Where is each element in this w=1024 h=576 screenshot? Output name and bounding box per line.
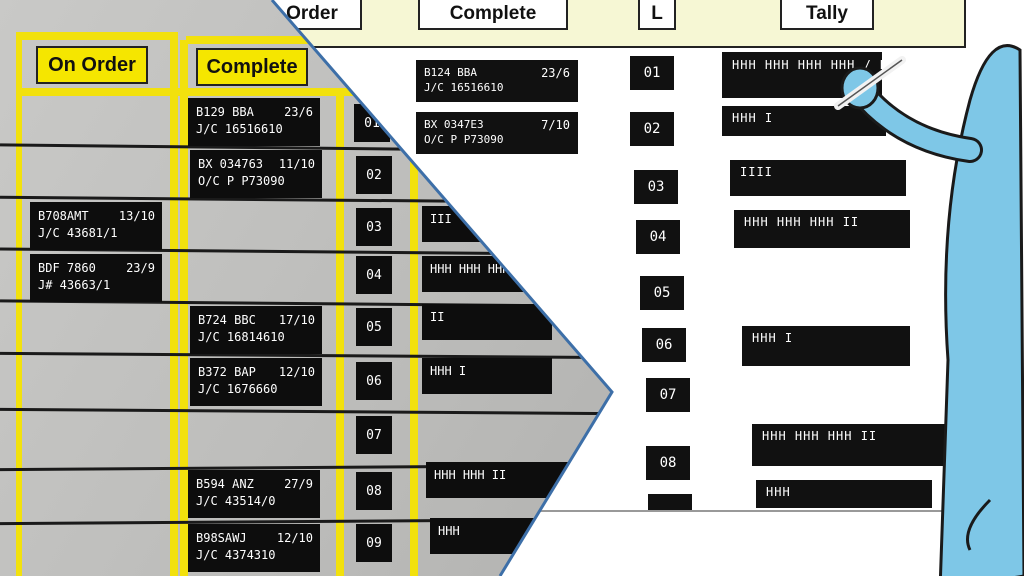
row-number: 08 [646, 446, 690, 480]
on-order-job-card: BDF 7860 J# 43663/1 23/9 [30, 254, 162, 302]
on-order-job-card: B708AMT J/C 43681/1 13/10 [30, 202, 162, 250]
job-number: J/C 43514/0 [196, 494, 276, 508]
complete-job-card: B98SAWJ J/C 4374310 12/10 [188, 524, 320, 572]
header-complete: Complete [418, 0, 568, 30]
complete-job-card: B129 BBA J/C 16516610 23/6 [188, 98, 320, 146]
complete-job-card: B372 BAP J/C 1676660 12/10 [190, 358, 322, 406]
job-date: 11/10 [278, 157, 315, 171]
tally-strip: HHH I [422, 358, 552, 394]
job-date: 7/10 [541, 118, 570, 132]
row-number: 03 [634, 170, 678, 204]
yellow-tape [16, 32, 176, 40]
cartoon-figure [834, 44, 1024, 576]
yellow-tape [336, 92, 344, 576]
row-number: 05 [356, 308, 392, 346]
figure-leg [966, 498, 992, 551]
yellow-tape [180, 40, 188, 576]
tally-strip: HHH HHH HHH II [752, 424, 946, 466]
job-number: J/C 43681/1 [38, 226, 118, 240]
row-number: 02 [356, 156, 392, 194]
job-date: 23/9 [126, 261, 155, 275]
header-l: L [638, 0, 676, 30]
board-bottom-line [300, 510, 1000, 512]
illustrated-job-card: B124 BBA J/C 16516610 23/6 [416, 60, 578, 102]
row-number: 06 [356, 362, 392, 400]
job-number: O/C P P73090 [198, 174, 285, 188]
job-date: 12/10 [276, 531, 313, 545]
complete-job-card: B594 ANZ J/C 43514/0 27/9 [188, 470, 320, 518]
label-complete: Complete [196, 48, 308, 86]
tally-strip: HHH I [742, 326, 910, 366]
row-number: 07 [356, 416, 392, 454]
tally-strip: IIII [730, 160, 906, 196]
job-date: 23/6 [284, 105, 313, 119]
row-number: 07 [646, 378, 690, 412]
row-number: 04 [356, 256, 392, 294]
job-date: 23/6 [541, 66, 570, 80]
job-date: 12/10 [278, 365, 315, 379]
illustrated-job-card: BX 0347E3 O/C P P73090 7/10 [416, 112, 578, 154]
row-number: 09 [356, 524, 392, 562]
row-number: 04 [636, 220, 680, 254]
job-date: 17/10 [278, 313, 315, 327]
row-number: 06 [642, 328, 686, 362]
yellow-tape [186, 36, 316, 44]
tally-strip: II [422, 304, 552, 340]
job-reg: B708AMT [38, 209, 89, 223]
header-tally: Tally [780, 0, 874, 30]
tally-strip: HHH HHH HHH II [734, 210, 910, 248]
job-date: 13/10 [118, 209, 155, 223]
row-number: 08 [356, 472, 392, 510]
complete-job-card: B724 BBC J/C 16814610 17/10 [190, 306, 322, 354]
job-number: J/C 16516610 [424, 81, 504, 94]
label-on-order: On Order [36, 46, 148, 84]
tally-strip: HHH [756, 480, 932, 508]
row-number [648, 494, 692, 510]
job-reg: B129 BBA [196, 105, 254, 119]
job-number: J/C 1676660 [198, 382, 278, 396]
yellow-tape [170, 32, 178, 576]
yellow-tape [16, 88, 416, 96]
job-reg: B594 ANZ [196, 477, 254, 491]
job-reg: B372 BAP [198, 365, 256, 379]
yellow-tape [16, 32, 22, 576]
job-number: J# 43663/1 [38, 278, 111, 292]
row-number: 03 [356, 208, 392, 246]
row-number: 02 [630, 112, 674, 146]
job-date: 27/9 [284, 477, 313, 491]
job-reg: B724 BBC [198, 313, 256, 327]
complete-job-card: BX 034763 O/C P P73090 11/10 [190, 150, 322, 198]
figure-body [938, 44, 1024, 576]
job-reg: BX 034763 [198, 157, 264, 171]
job-number: J/C 16814610 [198, 330, 285, 344]
job-number: J/C 4374310 [196, 548, 276, 562]
job-number: O/C P P73090 [424, 133, 504, 146]
row-number: 05 [640, 276, 684, 310]
tally-strip: HHH I [722, 106, 886, 136]
marker-pen-outline [837, 59, 903, 107]
job-reg: BDF 7860 [38, 261, 96, 275]
job-number: J/C 16516610 [196, 122, 283, 136]
row-number: 01 [630, 56, 674, 90]
job-reg: B98SAWJ [196, 531, 247, 545]
